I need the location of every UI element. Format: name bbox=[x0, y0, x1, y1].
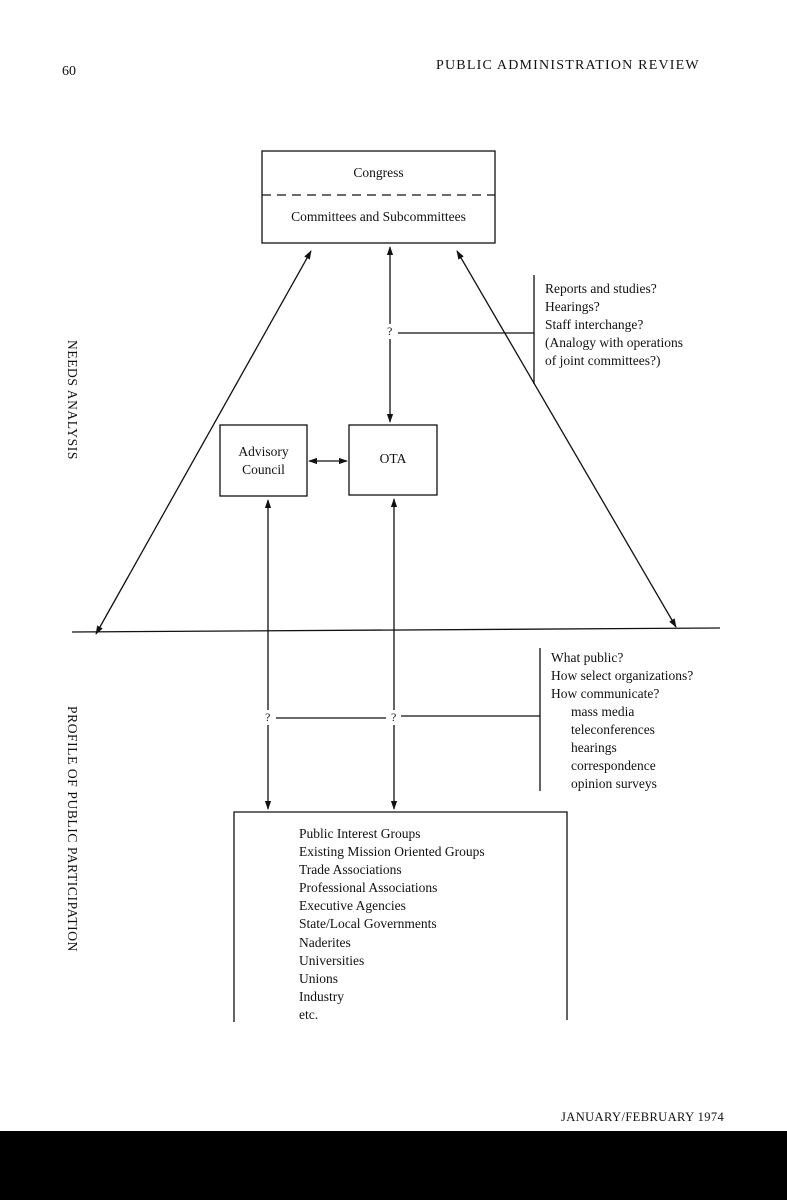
lower-note-method: mass media bbox=[571, 704, 635, 719]
public-group-item: Trade Associations bbox=[299, 862, 402, 877]
advisory-council-label: Advisory Council bbox=[220, 443, 307, 479]
upper-note-item: Reports and studies? bbox=[545, 281, 657, 296]
advisory-council-label-line2: Council bbox=[242, 462, 285, 477]
ota-box bbox=[348, 424, 438, 496]
journal-title: PUBLIC ADMINISTRATION REVIEW bbox=[436, 58, 700, 73]
public-group-item: State/Local Governments bbox=[299, 916, 437, 931]
lower-note-question: What public? bbox=[551, 650, 624, 665]
ota-label: OTA bbox=[379, 451, 407, 466]
arrow-left-diagonal bbox=[95, 250, 312, 635]
scan-bottom-bar bbox=[0, 1131, 787, 1200]
public-group-item: Industry bbox=[299, 989, 344, 1004]
side-label-needs-analysis: NEEDS ANALYSIS bbox=[65, 340, 80, 460]
public-group-item: Public Interest Groups bbox=[299, 826, 421, 841]
issue-date: JANUARY/FEBRUARY 1974 bbox=[561, 1110, 725, 1124]
congress-label: Congress bbox=[353, 165, 404, 180]
upper-note-item: Hearings? bbox=[545, 299, 600, 314]
lower-note-question: How communicate? bbox=[551, 686, 660, 701]
public-group-item: Unions bbox=[299, 971, 339, 986]
public-group-item: etc. bbox=[299, 1007, 319, 1022]
arrow-right-diagonal bbox=[456, 250, 677, 628]
lower-note-method: teleconferences bbox=[571, 722, 655, 737]
public-group-item: Professional Associations bbox=[299, 880, 438, 895]
question-mark-upper: ? bbox=[386, 324, 394, 339]
public-groups-box bbox=[233, 811, 568, 1022]
public-group-item: Existing Mission Oriented Groups bbox=[299, 844, 485, 859]
public-group-item: Universities bbox=[299, 953, 365, 968]
upper-note-item: Staff interchange? bbox=[545, 317, 644, 332]
page-number: 60 bbox=[62, 64, 76, 79]
public-group-item: Executive Agencies bbox=[299, 898, 406, 913]
side-label-public-participation: PROFILE OF PUBLIC PARTICIPATION bbox=[65, 706, 80, 952]
upper-note-item: of joint committees?) bbox=[545, 353, 661, 368]
question-mark-lower-left: ? bbox=[264, 710, 272, 725]
public-group-item: Naderites bbox=[299, 935, 351, 950]
congress-box bbox=[261, 150, 496, 244]
lower-note-question: How select organizations? bbox=[551, 668, 694, 683]
lower-note-method: hearings bbox=[571, 740, 617, 755]
advisory-council-label-line1: Advisory bbox=[238, 444, 289, 459]
committees-label: Committees and Subcommittees bbox=[291, 209, 466, 224]
question-mark-lower-right: ? bbox=[390, 710, 398, 725]
lower-note-method: correspondence bbox=[571, 758, 656, 773]
section-divider bbox=[71, 627, 721, 633]
lower-note-method: opinion surveys bbox=[571, 776, 657, 791]
upper-note-item: (Analogy with operations bbox=[545, 335, 683, 350]
